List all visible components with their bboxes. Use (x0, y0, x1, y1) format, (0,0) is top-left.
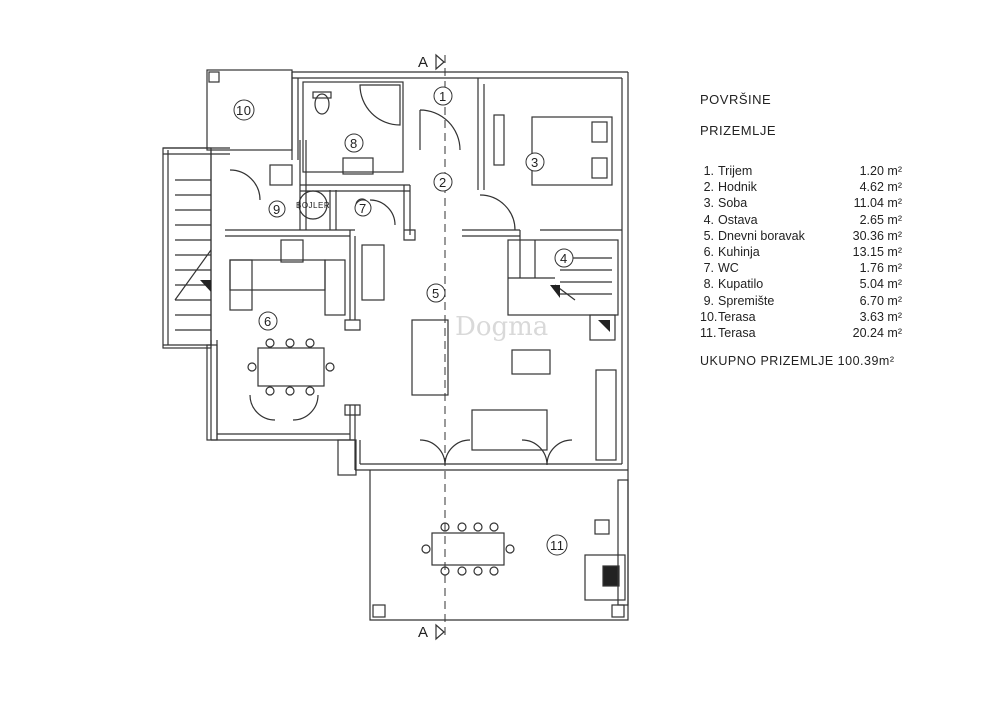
legend-row-area: 5.04 m² (859, 277, 902, 292)
sofa-left (411, 319, 449, 396)
section-marker-bottom: A (418, 624, 429, 641)
legend-total: UKUPNO PRIZEMLJE 100.39m² (700, 354, 895, 368)
boiler-label: BOJLER (296, 201, 331, 210)
room-tag-3: 3 (531, 155, 539, 170)
bathroom-8 (302, 81, 404, 173)
room-tag-9: 9 (273, 202, 281, 217)
stair-left (162, 147, 212, 349)
legend-row-name: Hodnik (718, 180, 757, 195)
room-tag-5: 5 (432, 286, 440, 301)
legend-row-number: 11. (700, 326, 717, 340)
legend-row: 2. Hodnik 4.62 m² (700, 180, 902, 195)
legend-row-area: 13.15 m² (852, 245, 902, 259)
legend-row-area: 6.70 m² (859, 293, 902, 308)
legend-row-number: 8. (703, 277, 714, 292)
legend-row: 11.Terasa 20.24 m² (700, 326, 902, 341)
legend-row-area: 20.24 m² (852, 326, 902, 340)
wall-right (621, 72, 629, 470)
room-tag-10: 10 (236, 103, 252, 118)
legend-row: 6. Kuhinja 13.15 m² (700, 245, 902, 260)
legend-row-name: Ostava (718, 212, 758, 227)
legend-row-area: 30.36 m² (852, 228, 902, 243)
watermark: Dogma (455, 312, 549, 342)
legend-row: 4. Ostava 2.65 m² (700, 213, 902, 228)
legend-row-number: 6. (703, 245, 714, 259)
section-marker-top: A (418, 54, 429, 71)
room-tag-11: 11 (550, 538, 565, 553)
legend-row-number: 1. (703, 164, 714, 178)
legend-title: POVRŠINE (700, 92, 772, 107)
legend-floor: PRIZEMLJE (700, 123, 777, 138)
room-tag-7: 7 (359, 201, 367, 216)
legend-row-name: Kuhinja (718, 245, 760, 259)
room-tag-1: 1 (439, 89, 447, 104)
room-tag-6: 6 (264, 314, 272, 329)
legend-row-name: Kupatilo (718, 277, 764, 292)
room-tag-8: 8 (350, 136, 358, 151)
legend-row: 10.Terasa 3.63 m² (700, 310, 902, 325)
legend-row-number: 7. (703, 261, 714, 276)
room-tag-4: 4 (560, 251, 568, 266)
legend-row-name: Terasa (718, 309, 756, 324)
legend-row-name: WC (718, 261, 739, 276)
dining-table-terrace (431, 532, 505, 566)
legend-row-area: 11.04 m² (853, 196, 902, 211)
legend-row-area: 1.20 m² (859, 164, 902, 178)
legend-row-number: 2. (703, 180, 714, 195)
wall-top (292, 71, 628, 79)
legend-row-name: Soba (718, 196, 748, 211)
legend-row-name: Spremište (718, 293, 775, 308)
kitchen-counter (229, 259, 326, 291)
sofa-bottom (471, 409, 548, 451)
legend-row-name: Terasa (718, 326, 756, 340)
legend-row-number: 9. (703, 293, 714, 308)
terrace-10-outline (206, 69, 293, 151)
legend-row: 1. Trijem 1.20 m² (700, 164, 902, 179)
legend-row-area: 4.62 m² (859, 180, 902, 195)
legend-row: 5. Dnevni boravak 30.36 m² (700, 229, 902, 244)
bed (531, 116, 613, 186)
legend-row-number: 3. (703, 196, 714, 211)
dining-table-kitchen (257, 347, 325, 387)
wall-left-upper (291, 72, 299, 160)
legend-row: 7. WC 1.76 m² (700, 261, 902, 276)
legend-row: 9. Spremište 6.70 m² (700, 294, 902, 309)
legend-row-number: 10. (700, 309, 718, 324)
legend-row-area: 3.63 m² (859, 309, 902, 324)
legend-row-name: Trijem (718, 164, 753, 178)
legend-row: 8. Kupatilo 5.04 m² (700, 277, 902, 292)
wall-kitchen-top (225, 229, 355, 237)
legend-row-number: 5. (703, 228, 714, 243)
terrace-11 (369, 470, 629, 621)
room-tag-2: 2 (439, 175, 447, 190)
legend-row-name: Dnevni boravak (718, 228, 805, 243)
legend-row: 3. Soba 11.04 m² (700, 196, 902, 211)
legend-row-number: 4. (703, 212, 714, 227)
legend-row-area: 1.76 m² (859, 261, 902, 276)
legend-row-area: 2.65 m² (859, 212, 902, 227)
